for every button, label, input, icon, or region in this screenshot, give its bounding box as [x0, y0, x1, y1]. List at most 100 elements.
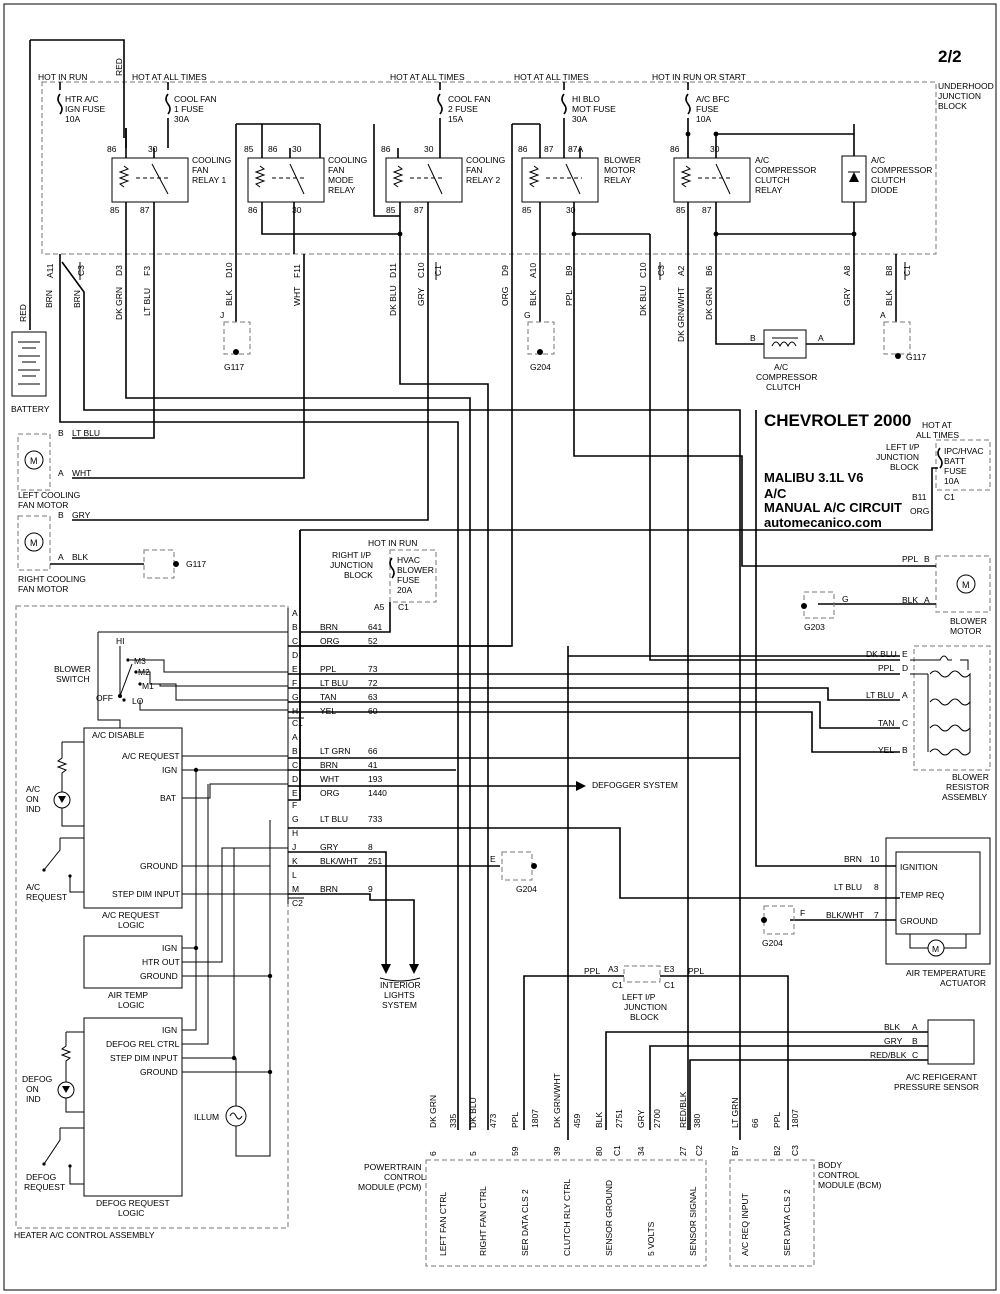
wire-red-top: RED — [114, 58, 124, 76]
rip-l3: BLOCK — [344, 570, 373, 580]
bcm-w1: LT GRN — [730, 1098, 740, 1128]
clutch-l3: CLUTCH — [766, 382, 800, 392]
ac-compressor-clutch: B A A/C COMPRESSOR CLUTCH — [750, 329, 824, 392]
bcm-conn: C3 — [790, 1145, 800, 1156]
act-c2: 8 — [874, 882, 879, 892]
lipt-wire: ORG — [910, 506, 929, 516]
c1-pin-b: B — [292, 622, 298, 632]
fuse-cool-fan-2: COOL FAN 2 FUSE 15A — [437, 93, 491, 124]
clutch-pin-b: B — [750, 333, 756, 343]
actuator-motor-m: M — [932, 944, 939, 954]
res-l3: ASSEMBLY — [942, 792, 988, 802]
c1-circ-e: 73 — [368, 664, 378, 674]
act-title2: ACTUATOR — [940, 978, 986, 988]
lipt-l1: LEFT I/P — [886, 442, 920, 452]
g204c-label: G204 — [762, 938, 783, 948]
g117a-pin: J — [220, 310, 224, 320]
c1-label: C1 — [292, 718, 303, 728]
pcm-l2: CONTROL — [384, 1172, 426, 1182]
title-system: A/C — [764, 486, 787, 501]
fuse5-l1: A/C BFC — [696, 94, 730, 104]
rip-conn: C1 — [398, 602, 409, 612]
lfan-wire-b: LT BLU — [72, 428, 100, 438]
bcm-l3: MODULE (BCM) — [818, 1180, 881, 1190]
diode-l3: CLUTCH — [871, 175, 905, 185]
rfan-pin-a: A — [58, 552, 64, 562]
lfan-wire-a: WHT — [72, 468, 91, 478]
rac-l4: RELAY — [755, 185, 783, 195]
r1-pin30: 30 — [148, 144, 158, 154]
illum-label: ILLUM — [194, 1112, 219, 1122]
c2-pin-k: K — [292, 856, 298, 866]
fuse3-l1: COOL FAN — [448, 94, 491, 104]
defogger-system-label: DEFOGGER SYSTEM — [592, 780, 678, 790]
c2-wire-g: LT BLU — [320, 814, 348, 824]
bm-pin-b: B — [924, 554, 930, 564]
powertrain-control-module: POWERTRAIN CONTROL MODULE (PCM) DK GRN 3… — [358, 1073, 707, 1267]
c2-wire-j: GRY — [320, 842, 339, 852]
r2-pin85: 85 — [386, 205, 396, 215]
cp-d10: D10 — [224, 262, 234, 278]
pcm-n4: CLUTCH RLY CTRL — [562, 1179, 572, 1256]
fuse-hi-blo-mot: HI BLO MOT FUSE 30A — [561, 93, 616, 124]
wire-blk-2: BLK — [528, 290, 538, 306]
rfan-wire-a: BLK — [72, 552, 88, 562]
power-label-5: HOT IN RUN OR START — [652, 72, 746, 82]
fuse1-l3: 10A — [65, 114, 80, 124]
cp-c3: C3 — [76, 265, 86, 276]
right-cooling-fan-motor: M B GRY A BLK RIGHT COOLING FAN MOTOR — [17, 510, 144, 594]
heater-ac-control-assembly: HEATER A/C CONTROL ASSEMBLY BLOWER SWITC… — [14, 530, 900, 1240]
c1-wire-f: LT BLU — [320, 678, 348, 688]
power-label-3: HOT AT ALL TIMES — [390, 72, 465, 82]
r2-l3: RELAY 2 — [466, 175, 500, 185]
ps-p-a: A — [912, 1022, 918, 1032]
cp-d3: D3 — [114, 265, 124, 276]
r2-pin87: 87 — [414, 205, 424, 215]
wire-blk-1: BLK — [224, 290, 234, 306]
c2-pin-b: B — [292, 746, 298, 756]
pcm-c6: 2700 — [652, 1109, 662, 1128]
diagram-title: CHEVROLET 2000 MALIBU 3.1L V6 A/C MANUAL… — [764, 411, 911, 530]
ac-compressor-clutch-relay: 86 30 85 87 A/C COMPRESSOR CLUTCH RELAY — [670, 144, 816, 215]
c1-pin-f: F — [292, 678, 297, 688]
dfl-relctrl: DEFOG REL CTRL — [106, 1039, 180, 1049]
rb-pin86: 86 — [518, 144, 528, 154]
c2-pin-c: C — [292, 760, 298, 770]
acl-disable: A/C DISABLE — [92, 730, 145, 740]
rm-pin30a: 30 — [292, 144, 302, 154]
cp-c1a: C1 — [433, 265, 443, 276]
g203-pin: G — [842, 594, 849, 604]
bcm-n2: SER DATA CLS 2 — [782, 1189, 792, 1256]
cp-b9: B9 — [564, 265, 574, 276]
c1-pin-a: A — [292, 608, 298, 618]
wire-gry-1: GRY — [416, 287, 426, 306]
ujb-label-2: JUNCTION — [938, 91, 981, 101]
pcm-w5: BLK — [594, 1112, 604, 1128]
rm-l4: RELAY — [328, 185, 356, 195]
c1-wire-g: TAN — [320, 692, 336, 702]
bm-wire-b: PPL — [902, 554, 918, 564]
g204b-label: G204 — [516, 884, 537, 894]
acl-bat: BAT — [160, 793, 176, 803]
ps-p-b: B — [912, 1036, 918, 1046]
pcm-p1: 6 — [428, 1151, 438, 1156]
blower-resistor-assembly: DK BLU E PPL D LT BLU A TAN C YEL B BLOW… — [866, 645, 991, 802]
heater-assembly-label: HEATER A/C CONTROL ASSEMBLY — [14, 1230, 155, 1240]
c1-pin-h: H — [292, 706, 298, 716]
fuse-cool-fan-1: COOL FAN 1 FUSE 30A — [165, 93, 217, 124]
cp-d9: D9 — [500, 265, 510, 276]
underhood-junction-block: UNDERHOOD JUNCTION BLOCK HOT IN RUN HOT … — [38, 72, 994, 280]
atl-ground: GROUND — [140, 971, 178, 981]
rm-l3: MODE — [328, 175, 354, 185]
lfan-pin-b: B — [58, 428, 64, 438]
ps-p-c: C — [912, 1050, 918, 1060]
dfl-stepdim: STEP DIM INPUT — [110, 1053, 178, 1063]
pcm-p5: 80 — [594, 1146, 604, 1156]
bcm-l1: BODY — [818, 1160, 842, 1170]
ground-g204-top: G G204 — [524, 310, 555, 372]
dfl-ign: IGN — [162, 1025, 177, 1035]
acl-title1: A/C REQUEST — [102, 910, 160, 920]
fuse5-l3: 10A — [696, 114, 711, 124]
ps-w-b: GRY — [884, 1036, 903, 1046]
bcm-p1: B7 — [730, 1145, 740, 1156]
